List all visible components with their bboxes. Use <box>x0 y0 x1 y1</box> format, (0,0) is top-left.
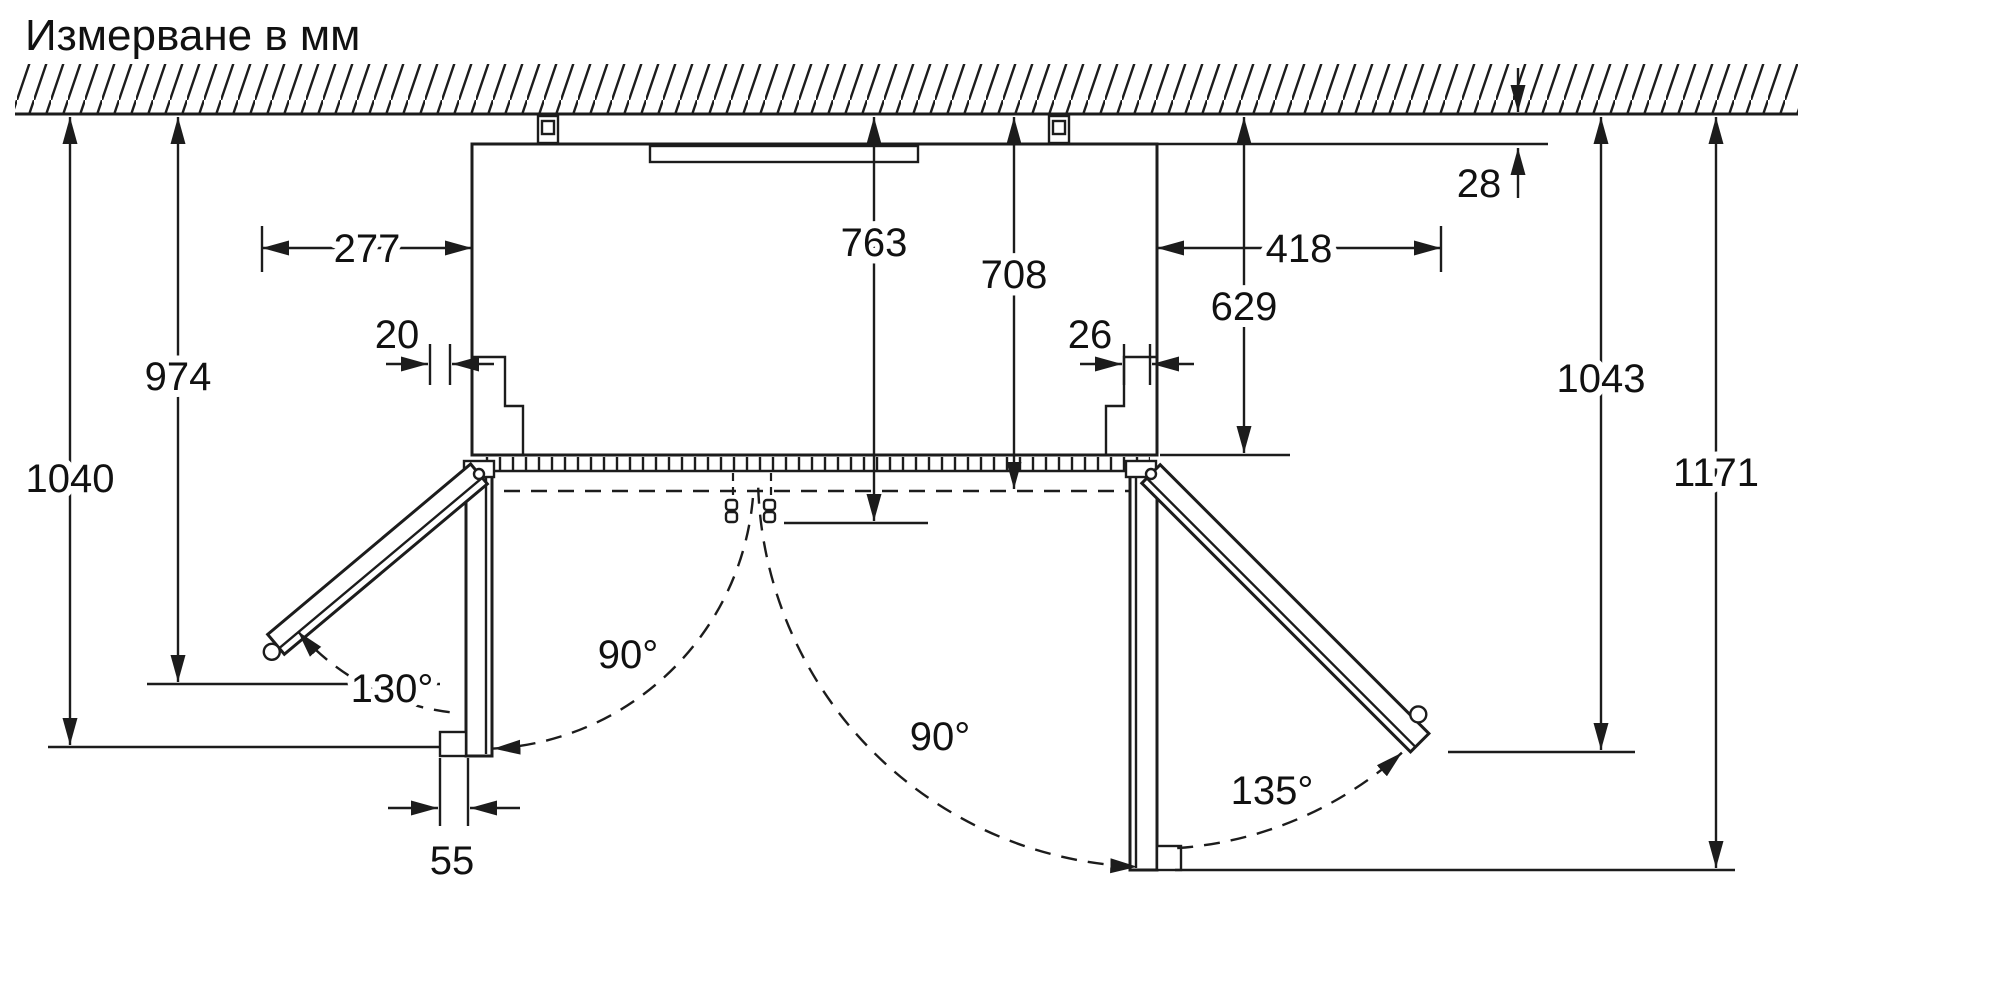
right-90deg-arc <box>757 487 1138 874</box>
left-door-knob <box>262 642 281 661</box>
cabinet-step-left <box>472 355 525 455</box>
dim-763-label: 763 <box>841 221 908 265</box>
center-hinge-right <box>762 498 777 524</box>
left-door-open-130deg <box>262 461 490 661</box>
wall-spacer-right <box>1047 114 1071 145</box>
top-vent <box>648 144 920 164</box>
right-hinge-pin <box>1144 467 1158 481</box>
dim-20-label: 20 <box>375 313 420 357</box>
dim-28-label: 28 <box>1457 162 1502 206</box>
left-90deg-arc <box>493 497 755 755</box>
center-hinge-left <box>724 498 739 524</box>
dim-1040-label: 1040 <box>26 457 115 501</box>
dimension-lines <box>48 68 1735 872</box>
wall-hatching <box>15 64 1798 116</box>
dim-26-label: 26 <box>1068 313 1113 357</box>
right-door-handle-end <box>1155 844 1183 872</box>
angle-130-label: 130° <box>351 667 434 711</box>
dim-1171-label: 1171 <box>1673 451 1759 495</box>
dim-277-label: 277 <box>334 227 401 271</box>
front-gasket-strip <box>472 457 1157 473</box>
drawing-title: Измерване в мм <box>25 11 360 60</box>
dim-629-label: 629 <box>1211 285 1278 329</box>
right-135deg-arc <box>1177 751 1403 850</box>
right-door-90deg <box>1124 459 1183 872</box>
angle-135-label: 135° <box>1231 769 1314 813</box>
dim-974-label: 974 <box>145 355 212 399</box>
dim-418-label: 418 <box>1266 227 1333 271</box>
left-door-handle-end <box>438 730 468 758</box>
angle-90-left-label: 90° <box>598 633 659 677</box>
right-door-knob <box>1409 705 1428 724</box>
center-reference-lines <box>504 473 1129 525</box>
door-swing-arcs <box>296 487 1403 874</box>
dim-55-label: 55 <box>430 839 475 883</box>
left-hinge-pin <box>472 467 486 481</box>
dim-1043-label: 1043 <box>1557 357 1646 401</box>
right-door-open-135deg <box>1139 462 1432 755</box>
left-130deg-arc <box>296 630 450 714</box>
angle-90-right-label: 90° <box>910 715 971 759</box>
dim-708-label: 708 <box>981 253 1048 297</box>
cabinet-body <box>470 114 1159 473</box>
wall-spacer-left <box>536 114 560 145</box>
cabinet-step-right <box>1104 355 1157 455</box>
